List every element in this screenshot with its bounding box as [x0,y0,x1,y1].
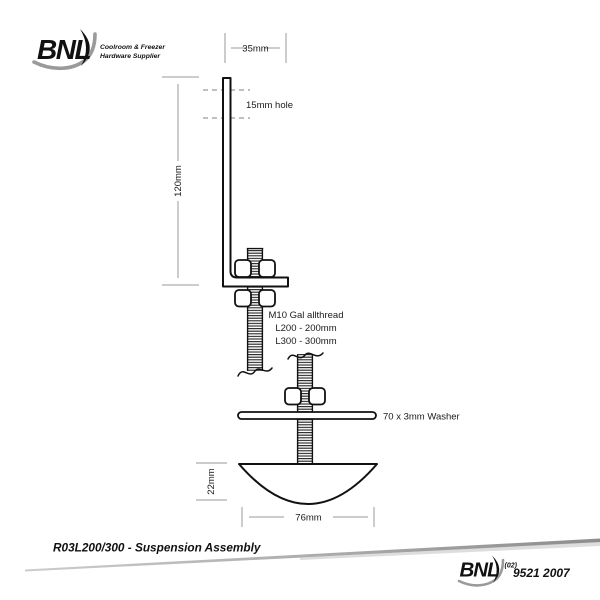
dim-120mm-label: 120mm [173,165,184,197]
thread-note-line3: L300 - 300mm [275,336,336,347]
threaded-rod-lower-body [297,354,313,464]
dim-22mm: 22mm [196,462,227,501]
hex-nut-middle-left-face [234,289,252,308]
hex-nut-upper-right-face [258,259,276,278]
break-squiggle-lower [287,352,324,360]
dim-76mm-label: 76mm [295,513,321,524]
hex-nut-upper [234,259,276,278]
dim-76mm: 76mm [241,507,375,527]
threaded-rod-lower [296,354,314,464]
brand-name-top: BNL [37,34,90,65]
logo-crescent-icon [80,29,90,66]
brand-name-bottom: BNL [460,559,500,582]
dome-foot [238,463,378,505]
l-bracket [222,77,289,288]
dim-120mm: 120mm [162,76,199,286]
logo-crescent-small-icon [492,555,500,583]
footer-swoosh [25,538,600,572]
brand-logo-bottom: BNL (02) 9521 2007 [457,555,571,587]
dim-35mm: 35mm [224,33,287,63]
washer-label: 70 x 3mm Washer [383,412,460,423]
hex-nut-bottom-left-face [284,387,302,406]
thread-note: M10 Gal allthread L200 - 200mm L300 - 30… [269,310,344,347]
dim-35mm-label: 35mm [242,44,268,55]
hex-nut-upper-left-face [234,259,252,278]
phone-area-code: (02) [505,563,518,570]
thread-note-line2: L200 - 200mm [275,323,336,334]
hex-nut-middle-right-face [258,289,276,308]
thread-note-line1: M10 Gal allthread [269,310,344,321]
product-title: R03L200/300 - Suspension Assembly [53,541,262,555]
hole-annotation: 15mm hole [203,89,293,119]
phone-number: 9521 2007 [513,566,571,580]
hex-nut-bottom [284,387,326,406]
dim-22mm-label: 22mm [206,468,217,494]
hex-nut-middle [234,289,276,308]
brand-tagline-line1: Coolroom & Freezer [100,44,165,51]
hole-label: 15mm hole [246,100,293,111]
break-squiggle-upper [237,367,273,377]
brand-logo-top: BNL Coolroom & Freezer Hardware Supplier [32,29,165,71]
hex-nut-bottom-right-face [308,387,326,406]
brand-tagline-line2: Hardware Supplier [100,53,160,60]
footer-swoosh-shadow [300,542,600,560]
washer-plate [237,411,377,420]
footer-swoosh-main [25,538,600,572]
